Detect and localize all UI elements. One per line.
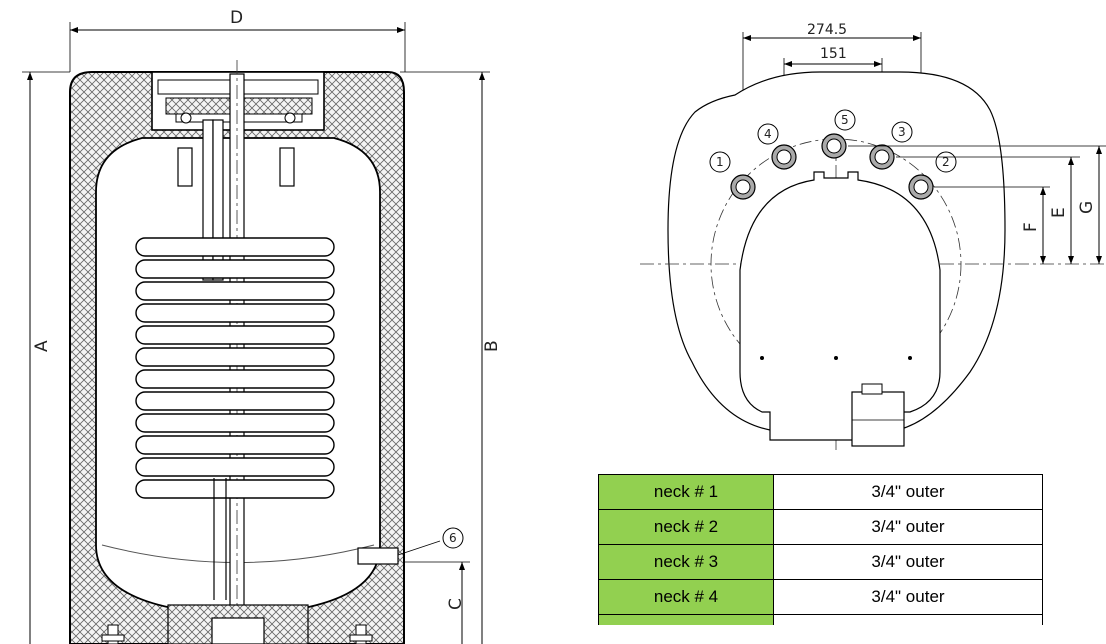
access-opening [739, 171, 941, 441]
bolt-circle [710, 138, 962, 390]
dimension-e: E [896, 156, 1080, 264]
coil-feed-pipes [202, 119, 224, 281]
dimension-f: F [934, 186, 1050, 264]
coil-loop [135, 325, 335, 345]
dimension-151-label: 151 [820, 46, 847, 62]
boiler-side-section-view: D A B C [22, 8, 502, 644]
neck-callout-2: 2 [935, 151, 957, 173]
neck-callout-4: 4 [757, 123, 779, 145]
dimension-c-label: C [446, 598, 466, 610]
coil-loop [135, 237, 335, 257]
neck-label-cell: neck # 4 [598, 579, 774, 615]
neck-value-cell: 3/4" outer [773, 544, 1043, 580]
dimension-e-label: E [1049, 207, 1069, 218]
bolt-point-left [760, 356, 764, 360]
fitting-6-side-outlet: 6 [357, 527, 464, 565]
coil-loop [135, 259, 335, 279]
dimension-f-label: F [1021, 222, 1041, 232]
neck-label-cell: neck # 1 [598, 474, 774, 510]
table-row: neck # 3 3/4" outer [598, 544, 1043, 580]
dimension-a: A [22, 71, 70, 644]
callout-6-label: 6 [449, 531, 457, 545]
neck-2 [908, 174, 934, 200]
neck-3 [869, 144, 895, 170]
boiler-top-view: 274.5 151 [640, 22, 1106, 450]
heat-exchanger-coil [135, 237, 335, 499]
dimension-274-5-label: 274.5 [807, 22, 847, 38]
neck-4 [771, 144, 797, 170]
dimension-b-label: B [482, 340, 502, 352]
bolt-point-center [834, 356, 838, 360]
neck-callout-1-label: 1 [716, 155, 724, 169]
dimension-c: C [395, 561, 470, 644]
neck-callout-5: 5 [834, 109, 856, 131]
table-row: neck # 2 3/4" outer [598, 509, 1043, 545]
dimension-g: G [848, 145, 1106, 264]
dimension-d: D [69, 8, 406, 72]
coil-loop [135, 369, 335, 389]
coil-loop [135, 413, 335, 433]
coil-loop [135, 281, 335, 301]
dimension-a-label: A [32, 340, 52, 352]
dimension-d-label: D [230, 8, 243, 28]
coil-loop [135, 303, 335, 323]
coil-loop [135, 391, 335, 411]
neck-value-cell: 3/4" outer [773, 509, 1043, 545]
neck-callout-1: 1 [709, 151, 731, 173]
neck-value-cell: 3/4" outer [773, 579, 1043, 615]
bolt-point-right [908, 356, 912, 360]
neck-callout-3: 3 [891, 121, 913, 143]
table-row: neck # 4 3/4" outer [598, 579, 1043, 615]
neck-callout-3-label: 3 [898, 125, 906, 139]
sensor-pockets [177, 147, 295, 187]
neck-callout-2-label: 2 [942, 155, 950, 169]
table-row: neck # 1 3/4" outer [598, 474, 1043, 510]
neck-value-cell-cut-off [773, 614, 1043, 625]
dimension-b: B [400, 71, 502, 644]
coil-loop [135, 457, 335, 477]
neck-label-cell: neck # 3 [598, 544, 774, 580]
neck-callout-4-label: 4 [764, 127, 772, 141]
neck-callout-5-label: 5 [841, 113, 849, 127]
neck-1 [730, 174, 756, 200]
neck-value-cell: 3/4" outer [773, 474, 1043, 510]
dimension-g-label: G [1077, 201, 1097, 214]
neck-label-cell: neck # 2 [598, 509, 774, 545]
neck-5 [821, 133, 847, 159]
coil-loop [135, 479, 335, 499]
neck-label-cell-cut-off [598, 614, 774, 625]
coil-loop [135, 435, 335, 455]
bottom-bracket [851, 383, 905, 447]
neck-connection-table: neck # 1 3/4" outer neck # 2 3/4" outer … [598, 474, 1043, 625]
base-section [101, 604, 373, 644]
table-row-cut-off [598, 614, 1043, 625]
coil-loop [135, 347, 335, 367]
